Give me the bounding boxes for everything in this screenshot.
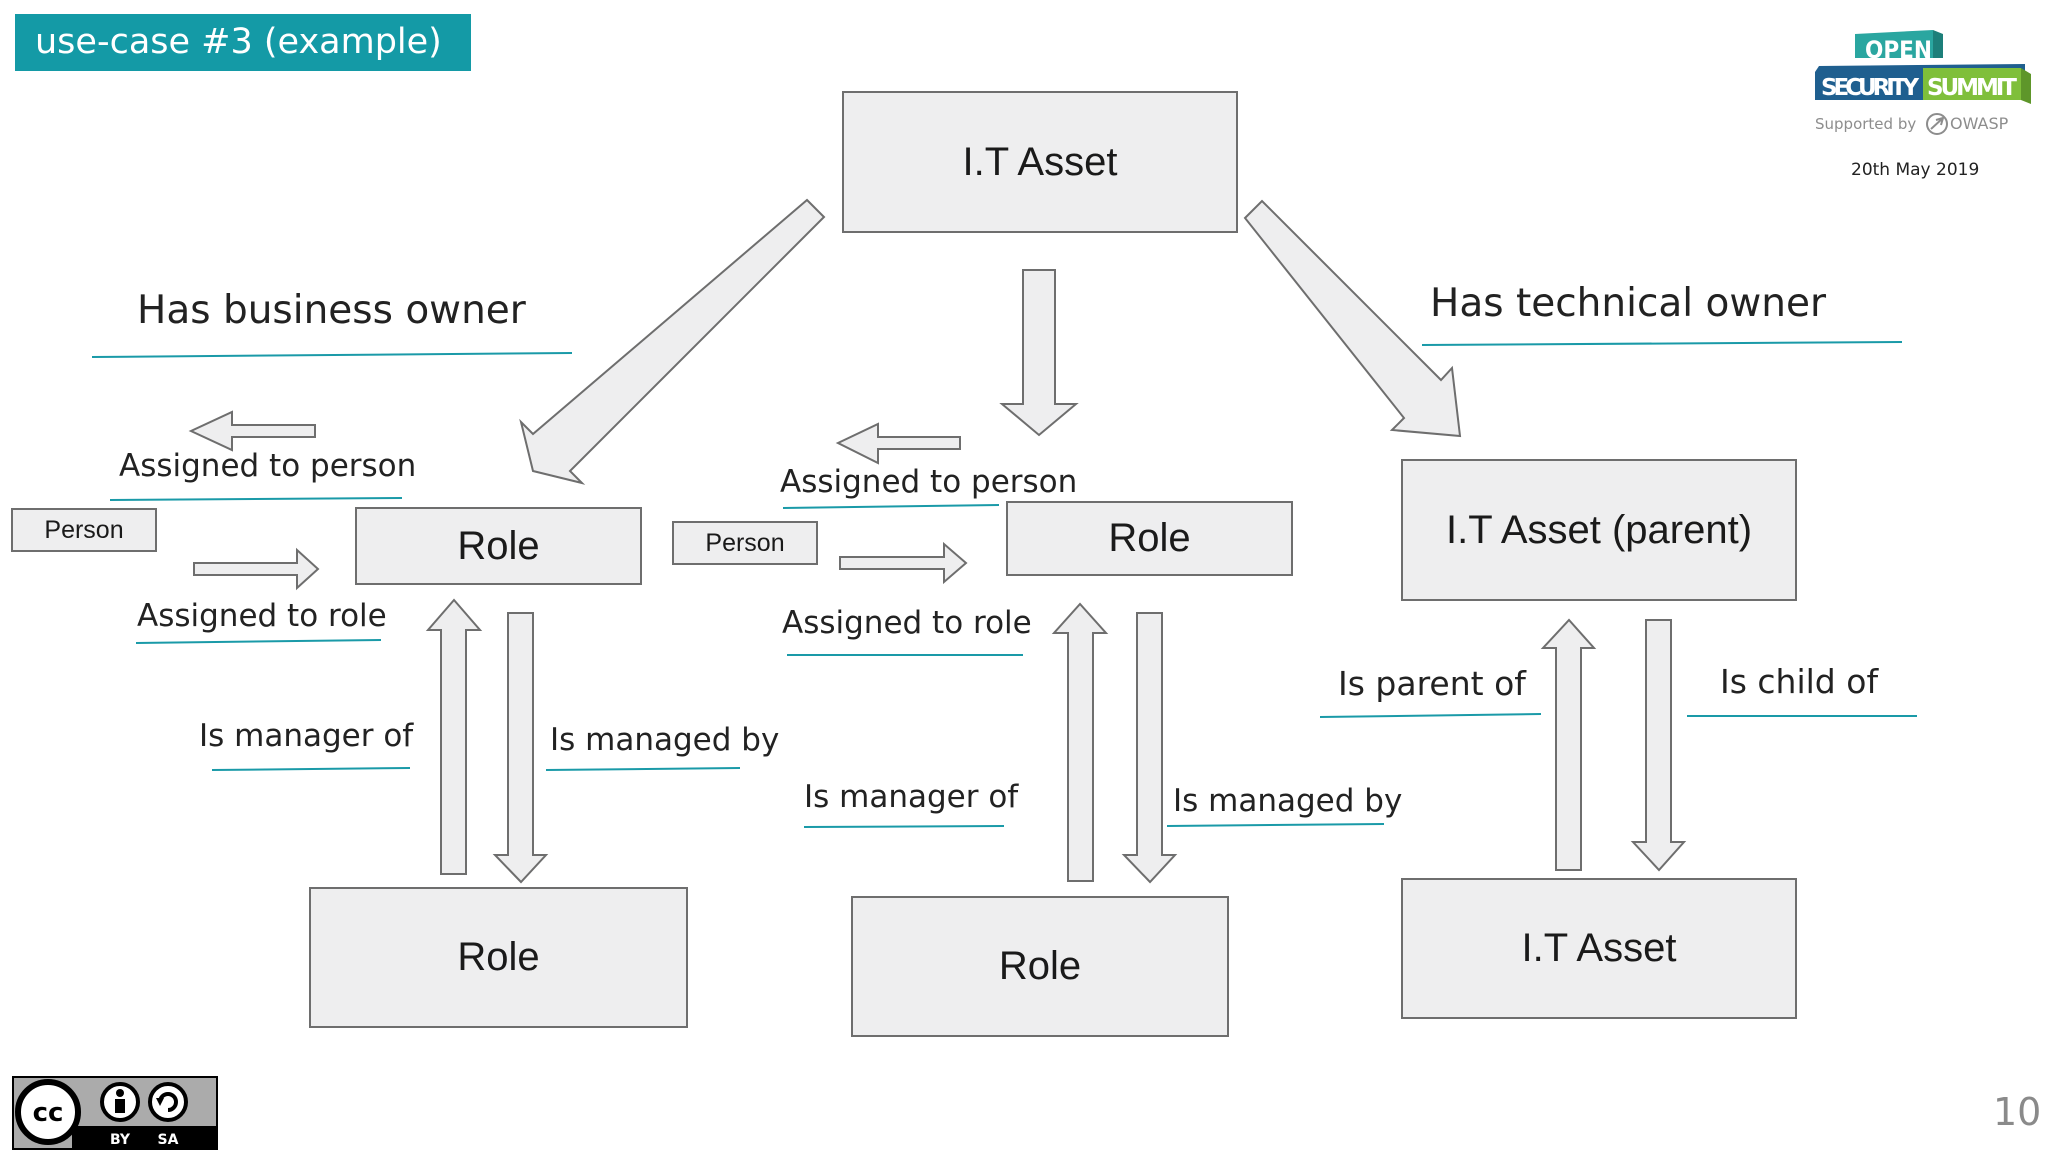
underline-assigned-to-role-left: [135, 639, 382, 644]
person-mid-box: Person: [672, 521, 818, 565]
is-managed-by-left-label: Is managed by: [550, 722, 780, 758]
arrow-has-technical-owner: [1243, 199, 1462, 438]
sa-label: SA: [158, 1132, 179, 1148]
has-business-owner-label: Has business owner: [137, 288, 526, 333]
assigned-to-role-mid-label: Assigned to role: [782, 605, 1032, 641]
underline-assigned-to-person-mid: [782, 504, 1000, 509]
underline-assigned-to-person-left: [109, 497, 403, 501]
arrow-is-managed-by-left: [492, 612, 549, 884]
arrow-assigned-to-role-left: [193, 547, 320, 591]
has-technical-owner-label: Has technical owner: [1430, 281, 1827, 326]
underline-is-managed-by-mid: [1166, 823, 1385, 827]
underline-has-technical-owner: [1421, 341, 1903, 346]
arrow-assigned-to-person-mid: [835, 422, 961, 465]
logo-summit-text: SUMMIT: [1927, 75, 2017, 101]
it-asset-top-label: I.T Asset: [962, 139, 1118, 184]
arrow-assigned-to-person-left: [188, 410, 316, 452]
is-parent-of-label: Is parent of: [1338, 664, 1526, 703]
cc-icon: cc: [33, 1098, 64, 1128]
role-left-box: Role: [355, 507, 642, 585]
is-manager-of-left-label: Is manager of: [199, 718, 414, 754]
role-bottom-left-box: Role: [309, 887, 688, 1028]
underline-is-managed-by-left: [545, 767, 741, 771]
role-mid-label: Role: [1108, 516, 1191, 560]
arrow-top-down: [999, 269, 1079, 437]
role-bottom-mid-label: Role: [998, 944, 1082, 988]
logo-open-text: OPEN: [1865, 36, 1932, 64]
arrow-is-managed-by-mid: [1121, 612, 1178, 884]
it-asset-top-box: I.T Asset: [842, 91, 1238, 233]
cc-by-sa-license-badge: cc BY SA: [12, 1076, 218, 1150]
underline-is-parent-of: [1319, 713, 1542, 718]
role-mid-box: Role: [1006, 501, 1293, 576]
is-manager-of-mid-label: Is manager of: [804, 779, 1019, 815]
logo-owasp-text: OWASP: [1950, 114, 2009, 133]
role-bottom-left-label: Role: [457, 935, 540, 979]
person-left-box: Person: [11, 508, 157, 552]
underline-is-manager-of-left: [211, 767, 411, 771]
assigned-to-person-mid-label: Assigned to person: [780, 464, 1078, 500]
underline-has-business-owner: [91, 352, 573, 358]
arrow-is-child-of: [1630, 619, 1687, 872]
it-asset-bottom-label: I.T Asset: [1521, 926, 1677, 970]
person-left-label: Person: [44, 515, 124, 544]
arrow-is-manager-of-left: [425, 598, 483, 875]
is-child-of-label: Is child of: [1720, 662, 1879, 701]
person-mid-label: Person: [705, 528, 785, 557]
is-managed-by-mid-label: Is managed by: [1173, 783, 1403, 819]
event-date: 20th May 2019: [1851, 160, 1980, 180]
logo-security-text: SECURITY: [1821, 75, 1919, 101]
page-number: 10: [1993, 1090, 2042, 1134]
underline-is-manager-of-mid: [803, 825, 1005, 828]
assigned-to-role-left-label: Assigned to role: [137, 598, 387, 634]
arrow-is-manager-of-mid: [1051, 602, 1109, 882]
it-asset-parent-box: I.T Asset (parent): [1401, 459, 1797, 601]
logo-supported-text: Supported by: [1815, 115, 1916, 133]
role-bottom-mid-box: Role: [851, 896, 1229, 1037]
slide-title: use-case #3 (example): [15, 14, 471, 71]
assigned-to-person-left-label: Assigned to person: [119, 448, 417, 484]
it-asset-parent-label: I.T Asset (parent): [1445, 507, 1753, 552]
arrow-is-parent-of: [1540, 618, 1597, 871]
it-asset-bottom-box: I.T Asset: [1401, 878, 1797, 1019]
by-label: BY: [110, 1132, 131, 1148]
arrow-assigned-to-role-mid: [839, 541, 968, 585]
role-left-label: Role: [457, 523, 540, 568]
open-security-summit-logo: OPEN SECURITY SUMMIT Supported by OWASP: [1815, 30, 2031, 135]
arrow-has-business-owner: [519, 198, 826, 485]
